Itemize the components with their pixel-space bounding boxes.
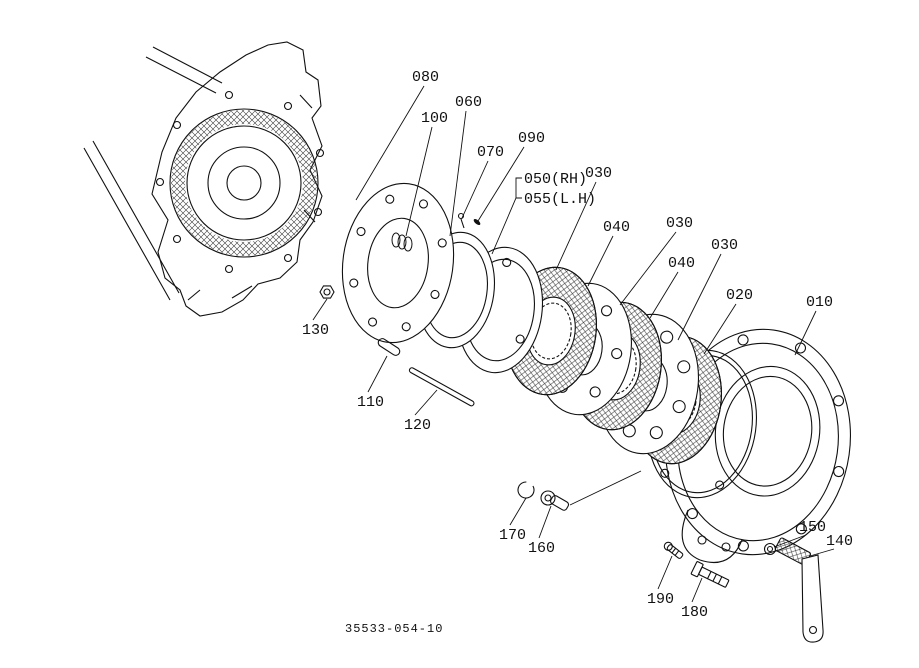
leader-line-030a [555, 181, 597, 271]
part-label-070: 070 [477, 144, 504, 161]
leader-line-060 [449, 110, 467, 237]
brake-case-lobe [681, 509, 743, 564]
part-nut-130 [319, 285, 335, 299]
leader-line-180 [691, 577, 703, 603]
cam-position-line [569, 470, 642, 506]
part-pin-110 [377, 338, 401, 356]
leader-line-055LH [491, 197, 522, 255]
leader-line-080 [355, 85, 425, 201]
part-label-060: 060 [455, 94, 482, 111]
part-label-170: 170 [499, 527, 526, 544]
part-label-130: 130 [302, 322, 329, 339]
part-label-040b: 040 [668, 255, 695, 272]
leader-line-040a [587, 235, 614, 287]
labels-layer: 080 060 100 070 090 050(RH) 055(L.H) 030 040 030 0… [302, 69, 853, 621]
part-pin-090 [473, 219, 481, 225]
part-label-180: 180 [681, 604, 708, 621]
part-bolt-180 [690, 561, 730, 588]
artwork [83, 41, 852, 643]
leader-line-130 [312, 298, 328, 321]
leader-line-050RH [515, 177, 522, 198]
leader-line-160 [538, 505, 552, 539]
part-label-120: 120 [404, 417, 431, 434]
part-label-080: 080 [412, 69, 439, 86]
lobe-hole [721, 542, 731, 552]
part-screw-190 [663, 541, 684, 559]
leader-line-040b [649, 271, 679, 319]
drawing-number: 35533-054-10 [345, 622, 443, 636]
part-lever-140 [774, 537, 824, 643]
part-label-010: 010 [806, 294, 833, 311]
leader-line-150 [773, 534, 807, 548]
part-label-050RH: 050(RH) [524, 171, 587, 188]
part-cover-gasket-080 [341, 182, 455, 344]
leader-line-140 [809, 548, 835, 557]
part-label-030a: 030 [585, 165, 612, 182]
part-snap-ring-170 [517, 481, 535, 499]
leader-line-100 [405, 126, 433, 237]
part-label-140: 140 [826, 533, 853, 550]
rib-lines-bottom-left [83, 140, 180, 301]
part-label-160: 160 [528, 540, 555, 557]
part-label-030b: 030 [666, 215, 693, 232]
leader-line-020 [703, 303, 737, 355]
leader-line-110 [367, 355, 388, 393]
leader-line-070 [461, 160, 489, 219]
part-label-110: 110 [357, 394, 384, 411]
part-transmission-case [83, 41, 325, 317]
part-label-040a: 040 [603, 219, 630, 236]
leader-line-030b [619, 231, 677, 306]
leader-line-190 [657, 555, 673, 590]
part-spring-100 [391, 232, 413, 252]
lobe-hole [697, 535, 707, 545]
part-label-190: 190 [647, 591, 674, 608]
part-label-055LH: 055(L.H) [524, 191, 596, 208]
part-rod-120 [408, 367, 475, 407]
leader-line-120 [414, 389, 438, 416]
part-label-030c: 030 [711, 237, 738, 254]
part-label-090: 090 [518, 130, 545, 147]
leader-line-030c [677, 253, 722, 341]
shaft-lines-top-left [145, 46, 223, 94]
part-label-150: 150 [799, 519, 826, 536]
part-cam-160 [540, 490, 570, 511]
leader-line-090 [477, 146, 525, 222]
leader-line-010 [794, 310, 817, 356]
part-label-020: 020 [726, 287, 753, 304]
part-screw-070 [457, 212, 465, 229]
part-label-100: 100 [421, 110, 448, 127]
leader-line-170 [509, 497, 527, 526]
